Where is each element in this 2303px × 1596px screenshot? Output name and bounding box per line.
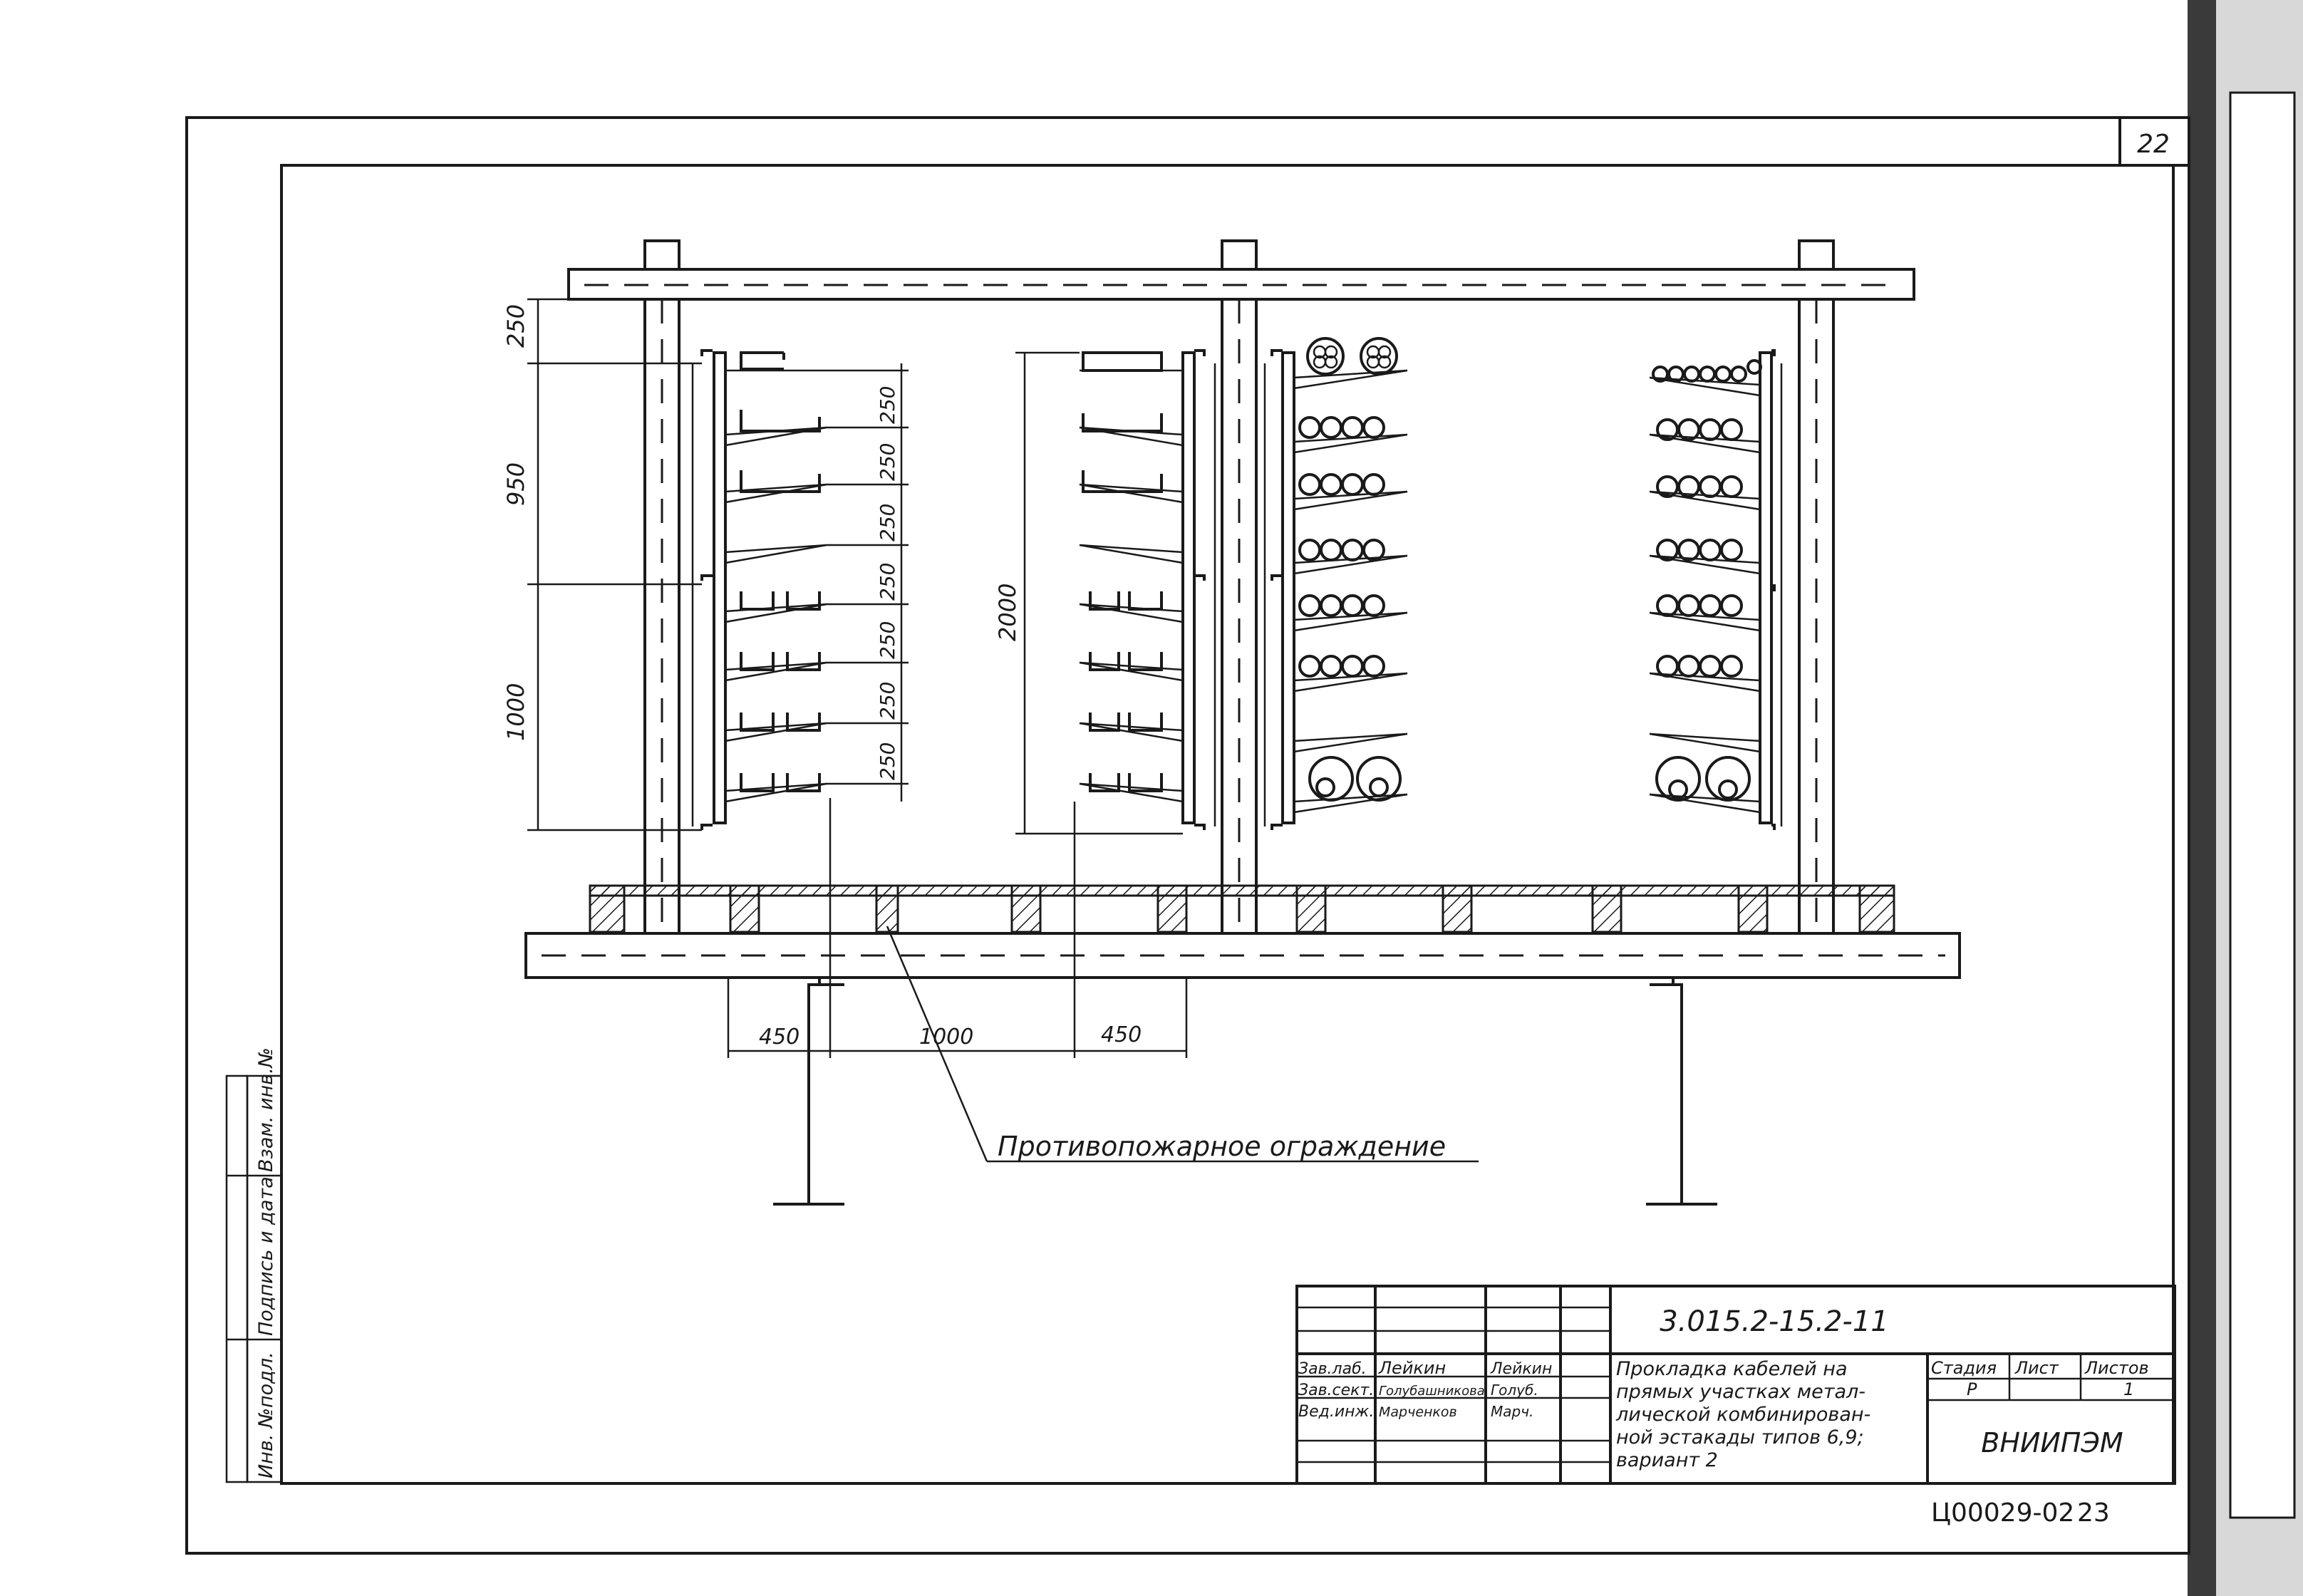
rack-2	[1079, 349, 1216, 830]
dim-bottom	[727, 798, 1188, 1058]
rack-4-cables	[1652, 359, 1762, 802]
side-label-sign: Подпись и дата	[255, 1176, 277, 1336]
dim-shelf-1: 250	[876, 386, 899, 424]
rack-1-shelves	[725, 369, 827, 803]
adjacent-sheet-edge	[2229, 91, 2296, 1519]
side-label-inv: Инв. №подл.	[255, 1352, 277, 1478]
title-line-5: вариант 2	[1616, 1449, 1718, 1471]
dim-shelf-5: 250	[876, 621, 899, 659]
stage-value: Р	[1967, 1379, 1977, 1399]
title-line-4: ной эстакады типов 6,9;	[1616, 1426, 1864, 1449]
side-stamp	[225, 1074, 249, 1483]
sheets-header: Листов	[2084, 1358, 2149, 1378]
title-line-1: Прокладка кабелей на	[1616, 1358, 1848, 1380]
column-middle	[1221, 239, 1258, 935]
dim-left-1000: 1000	[502, 683, 529, 741]
binding-shadow	[2188, 0, 2216, 1596]
rack-3-cables	[1298, 337, 1402, 802]
floor-slab	[589, 884, 1895, 897]
rack-2-channels	[1082, 351, 1163, 792]
sheets-value: 1	[2123, 1379, 2134, 1399]
role-3: Вед.инж.	[1298, 1403, 1374, 1421]
dim-shelf-3: 250	[876, 504, 899, 542]
stage-header: Стадия	[1931, 1358, 1997, 1378]
support-post-left	[773, 978, 844, 1206]
name-2: Голубашникова	[1379, 1384, 1485, 1399]
column-right	[1798, 239, 1835, 935]
dim-middle-2000: 2000	[994, 584, 1021, 641]
title-line-3: лической комбинирован-	[1615, 1404, 1870, 1426]
inner-frame	[280, 164, 2175, 1485]
dim-left	[527, 298, 702, 831]
dim-bottom-450-left: 450	[759, 1025, 799, 1050]
name-1: Лейкин	[1378, 1358, 1446, 1378]
rack-3	[1263, 337, 1408, 830]
dim-bottom-1000: 1000	[919, 1025, 973, 1050]
name-3: Марченков	[1379, 1404, 1457, 1420]
side-label-replace: Взам. инв.№	[255, 1047, 277, 1172]
org-name: ВНИИПЭМ	[1981, 1427, 2123, 1458]
page-number: 22	[2137, 130, 2170, 159]
fire-barrier-leader	[886, 926, 988, 1162]
page-number-box	[2118, 116, 2190, 167]
dim-left-250: 250	[502, 304, 529, 348]
rack-1-channels	[740, 351, 821, 792]
dim-shelf-7: 250	[876, 742, 899, 780]
rack-1	[691, 349, 827, 830]
rack-2-shelves	[1079, 369, 1184, 803]
outer-border	[185, 116, 2190, 1555]
rack-4	[1649, 349, 1783, 830]
title-block	[1295, 1285, 2176, 1485]
doc-code: 3.015.2-15.2-11	[1660, 1305, 1889, 1338]
dim-left-950: 950	[502, 462, 529, 506]
column-left	[643, 239, 680, 935]
role-2: Зав.сект.	[1298, 1382, 1374, 1399]
role-1: Зав.лаб.	[1298, 1360, 1367, 1378]
title-line-2: прямых участках метал-	[1616, 1381, 1865, 1403]
support-post-right	[1646, 978, 1717, 1206]
dim-middle	[1015, 351, 1183, 835]
sheet-header: Лист	[2014, 1358, 2059, 1378]
dim-shelf-2: 250	[876, 443, 899, 481]
dim-shelf-4: 250	[876, 563, 899, 601]
signature-1: Лейкин	[1490, 1360, 1552, 1378]
signature-2: Голуб.	[1491, 1382, 1538, 1399]
bottom-code: Ц00029-02	[1931, 1498, 2074, 1528]
dim-bottom-450-right: 450	[1101, 1022, 1142, 1047]
bottom-page: 23	[2077, 1498, 2110, 1528]
dim-shelf-6: 250	[876, 682, 899, 720]
signature-3: Марч.	[1491, 1403, 1533, 1420]
dim-shelf-pitch	[827, 363, 909, 802]
fire-barrier-label: Противопожарное ограждение	[998, 1131, 1446, 1162]
